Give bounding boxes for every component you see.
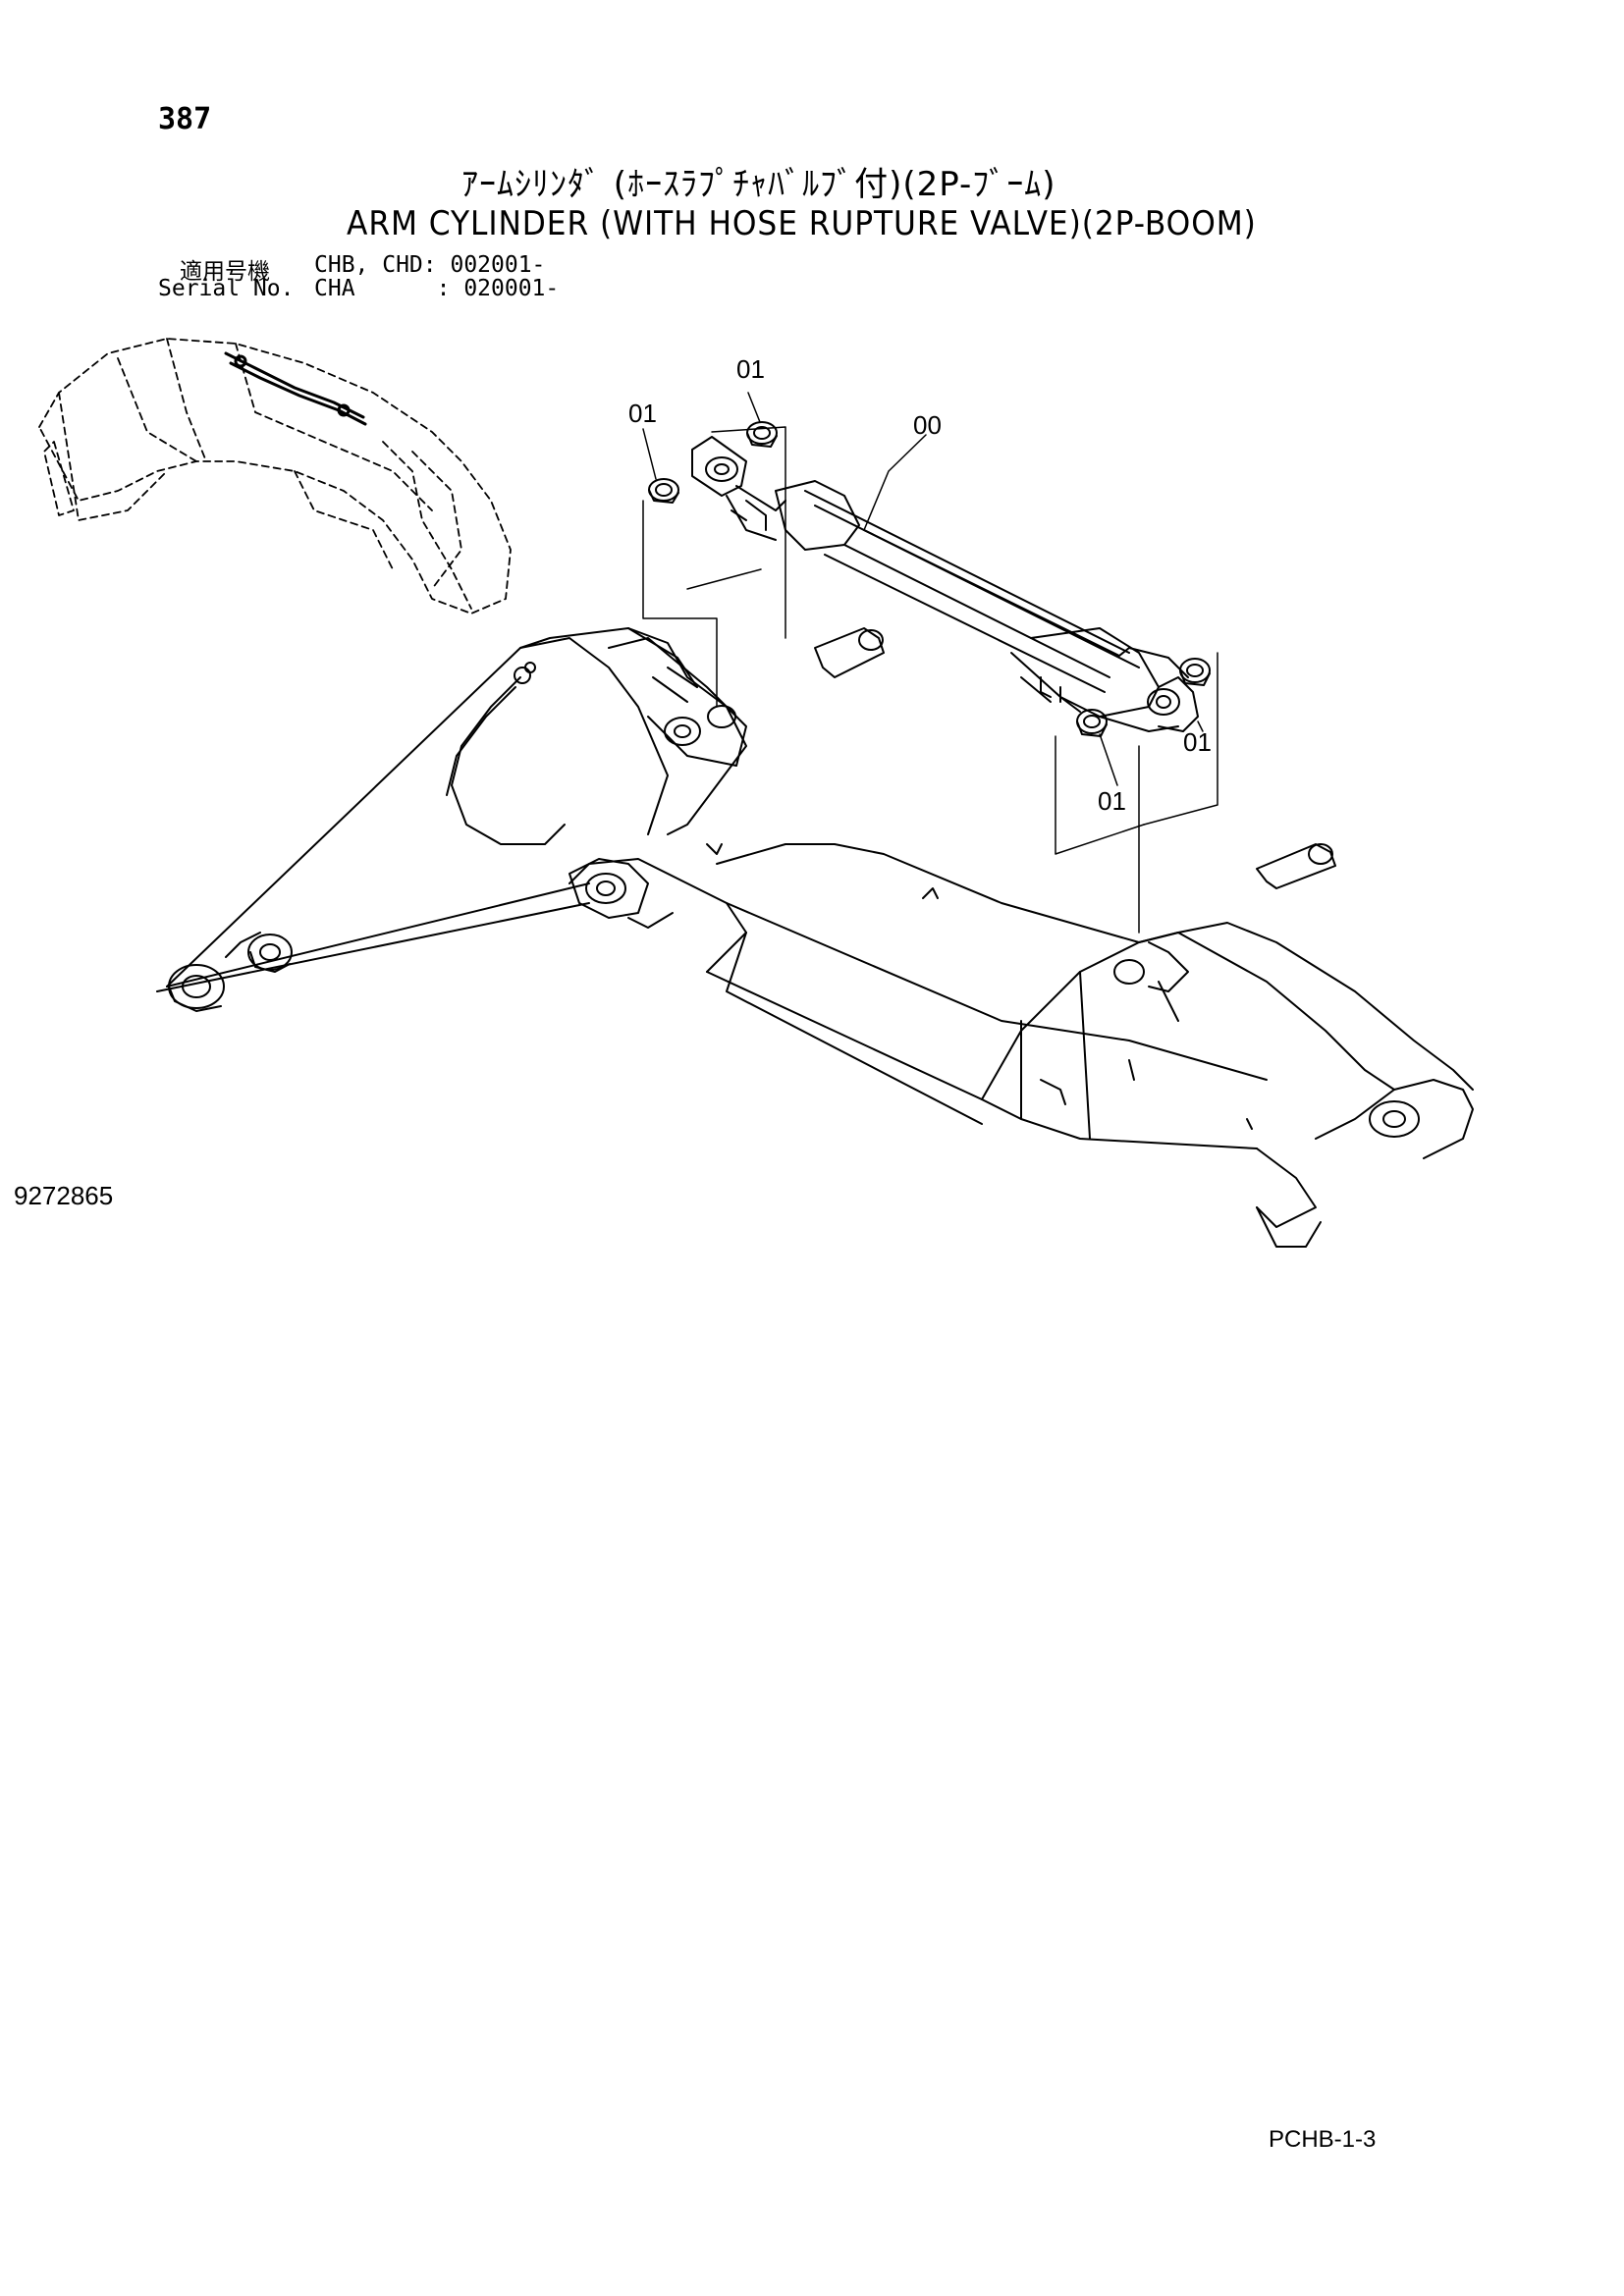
bushing-upper-right xyxy=(746,421,778,448)
bushing-upper-left xyxy=(648,478,679,504)
applicability-label-en: Serial No. xyxy=(158,276,295,301)
page-title-english: ARM CYLINDER (WITH HOSE RUPTURE VALVE)(2… xyxy=(347,204,1257,243)
leader-lines xyxy=(642,392,1218,934)
applicability-label-jp: 適用号機 xyxy=(180,259,270,285)
cylinder-bracket-left xyxy=(608,637,747,767)
pin-right xyxy=(1256,843,1336,889)
page-number: 387 xyxy=(158,102,212,136)
excavator-locator-inset xyxy=(38,338,512,614)
callout-bushing-bottom: 01 xyxy=(1098,786,1126,816)
applicability-models-line-2: CHA : 020001- xyxy=(314,276,560,301)
callout-bushing-top: 01 xyxy=(736,354,765,384)
callout-arm-cylinder: 00 xyxy=(913,410,942,440)
applicability-models-line-1: CHB, CHD: 002001- xyxy=(314,252,546,278)
boom-structure xyxy=(156,627,1474,1248)
arm-cylinder-assembly xyxy=(691,436,1199,732)
callout-bushing-left: 01 xyxy=(628,399,657,428)
page-title-japanese: ｱｰﾑｼﾘﾝﾀﾞ (ﾎｰｽﾗﾌﾟﾁｬﾊﾞﾙﾌﾞ付)(2P-ﾌﾞｰﾑ) xyxy=(461,165,1056,204)
inset-highlighted-cylinder xyxy=(224,351,367,426)
callout-bushing-right: 01 xyxy=(1183,727,1212,757)
bushing-lower-right xyxy=(1179,658,1211,686)
pin-left xyxy=(814,627,885,678)
boom-connector xyxy=(568,858,674,929)
bushing-lower-left xyxy=(1076,709,1108,737)
drawing-number: 9272865 xyxy=(14,1181,114,1210)
hydraulic-hose xyxy=(446,662,566,845)
boom-foot-pivot xyxy=(168,932,293,1012)
page-code: PCHB-1-3 xyxy=(1269,2126,1377,2153)
